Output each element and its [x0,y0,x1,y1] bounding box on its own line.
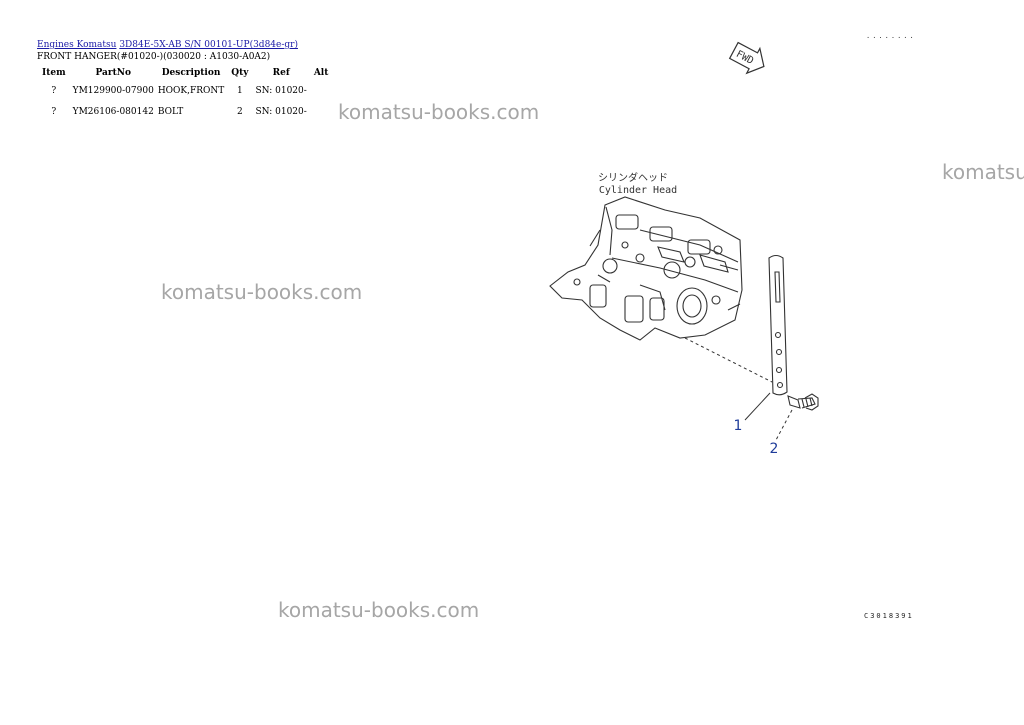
cylinder-head-drawing [549,196,743,341]
header-alt: Alt [313,68,329,78]
bolt-drawing [787,393,819,411]
label-cylinder-head-jp: シリンダヘッド [598,171,668,184]
callout-1: 1 [734,418,743,434]
breadcrumb-link-model[interactable]: 3D84E-5X-AB S/N 00101-UP(3d84e-gr) [119,40,298,50]
cell-item: ? [51,85,57,96]
header-description: Description [161,68,221,78]
watermark: komatsu-books.com [161,280,363,304]
watermark: komatsu-books.com [942,160,1024,184]
parts-table: Item PartNo Description Qty Ref Alt ? YM… [37,66,333,122]
table-header-row: Item PartNo Description Qty Ref Alt [37,66,333,80]
page-title: FRONT HANGER(#01020-)(030020 : A1030-A0A… [37,52,271,62]
header-ref: Ref [272,68,290,78]
front-hook-drawing [768,254,788,396]
cell-partno: YM129900-07900 [72,85,154,96]
breadcrumb-link-engines[interactable]: Engines Komatsu [37,40,117,50]
header-item: Item [42,68,66,78]
table-row: ? YM26106-080142 BOLT 2 SN: 01020- [37,101,333,122]
breadcrumb: Engines Komatsu 3D84E-5X-AB S/N 00101-UP… [37,40,298,51]
watermark: komatsu-books.com [338,100,540,124]
leader-lines [684,337,793,441]
cell-description: BOLT [157,106,184,117]
label-cylinder-head: Cylinder Head [599,185,677,196]
corner-mark: ........ [866,32,916,40]
watermark: komatsu-books.com [278,598,480,622]
header-partno: PartNo [95,68,131,78]
header-qty: Qty [231,68,249,78]
table-row: ? YM129900-07900 HOOK,FRONT 1 SN: 01020- [37,80,333,101]
cell-item: ? [51,106,57,117]
figure-code: C3018391 [864,612,914,620]
cell-qty: 2 [237,106,243,117]
callout-2: 2 [770,441,779,457]
cell-qty: 1 [237,85,243,96]
cell-ref: SN: 01020- [255,106,307,117]
cell-partno: YM26106-080142 [72,106,154,117]
cell-ref: SN: 01020- [255,85,307,96]
cell-description: HOOK,FRONT [157,85,225,96]
fwd-arrow-icon: FWD [728,41,765,75]
